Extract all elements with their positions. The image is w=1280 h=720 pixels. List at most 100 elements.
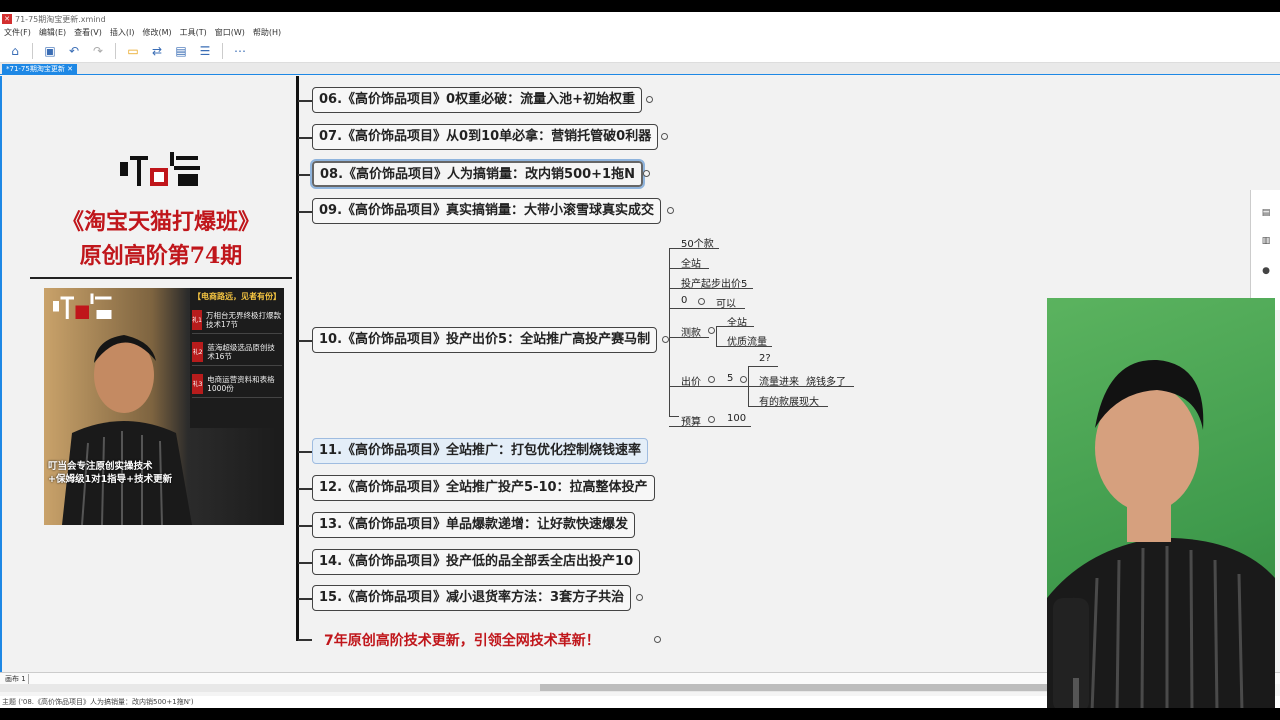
title-bar: ✕ 71-75期淘宝更新.xmind <box>0 12 1280 26</box>
gift-number: 礼1 <box>192 309 202 330</box>
subtopic-touchan[interactable]: 投产起步出价5 <box>681 279 748 290</box>
branch-connector <box>298 211 312 213</box>
canvas-left-border <box>0 76 2 672</box>
branch-connector <box>298 598 312 600</box>
collapse-toggle-icon[interactable] <box>662 336 669 343</box>
subtopic-five[interactable]: 5 <box>727 373 734 384</box>
subtopic-youde[interactable]: 有的款展现大 <box>759 397 819 408</box>
subtopic-quanzhan[interactable]: 全站 <box>681 259 701 270</box>
collapse-toggle-icon[interactable] <box>667 207 674 214</box>
topic-12[interactable]: 12.《高价饰品项目》全站推广投产5-10：拉高整体投产 <box>312 475 655 501</box>
menu-bar: 文件(F) 编辑(E) 查看(V) 插入(I) 修改(M) 工具(T) 窗口(W… <box>0 26 1280 39</box>
collapse-toggle-icon[interactable] <box>708 327 715 334</box>
subtopic-underline <box>669 426 751 427</box>
collapse-toggle-icon[interactable] <box>654 636 661 643</box>
topic-08[interactable]: 08.《高价饰品项目》人为搞销量：改内销500+1拖N <box>310 159 645 189</box>
collapse-toggle-icon[interactable] <box>708 376 715 383</box>
dingdang-logo <box>120 152 200 186</box>
save-icon[interactable]: ▣ <box>44 43 56 58</box>
slogan-line-1: 叮当会专注原创实操技术 <box>48 461 153 472</box>
topic-15[interactable]: 15.《高价饰品项目》减小退货率方法：3套方子共治 <box>312 585 632 611</box>
topic-06[interactable]: 06.《高价饰品项目》0权重必破：流量入池+初始权重 <box>312 87 642 113</box>
topic-style-icon[interactable]: ▭ <box>127 43 139 58</box>
menu-insert[interactable]: 插入(I) <box>109 28 135 37</box>
scrollbar-thumb[interactable] <box>540 683 1048 691</box>
summary-icon[interactable]: ☰ <box>199 43 211 58</box>
poster-divider <box>30 277 292 279</box>
undo-icon[interactable]: ↶ <box>68 43 80 58</box>
menu-tools[interactable]: 工具(T) <box>179 28 207 37</box>
collapse-toggle-icon[interactable] <box>643 170 650 177</box>
collapse-toggle-icon[interactable] <box>661 133 668 140</box>
branch-connector <box>298 137 312 139</box>
branch-connector <box>298 525 312 527</box>
menu-window[interactable]: 窗口(W) <box>214 28 245 37</box>
toolbar-divider <box>115 42 116 59</box>
format-panel-icon[interactable]: ▤ <box>1261 208 1271 218</box>
subtopic-underline <box>669 386 749 387</box>
subtopic-cekuan[interactable]: 测款 <box>681 328 701 339</box>
branch-connector <box>298 100 312 102</box>
topic-07[interactable]: 07.《高价饰品项目》从0到10单必拿：营销托管破0利器 <box>312 124 659 150</box>
menu-view[interactable]: 查看(V) <box>74 28 102 37</box>
topic-11[interactable]: 11.《高价饰品项目》全站推广：打包优化控制烧钱速率 <box>312 438 649 464</box>
subtopic-underline <box>669 308 745 309</box>
subtopic-underline <box>669 337 709 338</box>
subtopic-50-items[interactable]: 50个款 <box>681 239 714 250</box>
subtopic-underline <box>669 288 753 289</box>
sheet-tab-bar: 画布 1 <box>0 672 1280 684</box>
collapse-toggle-icon[interactable] <box>646 96 653 103</box>
topic-09[interactable]: 09.《高价饰品项目》真实搞销量：大带小滚雪球真实成交 <box>312 198 662 224</box>
poster-gift-item: 礼2 蓝海超级选品原创技术16节 <box>192 338 282 366</box>
branch-connector <box>298 340 312 342</box>
menu-modify[interactable]: 修改(M) <box>142 28 172 37</box>
topic-14[interactable]: 14.《高价饰品项目》投产低的品全部丢全店出投产10 <box>312 549 641 575</box>
subtopic-underline <box>716 326 754 327</box>
subtopic-quanzhan-2[interactable]: 全站 <box>727 318 747 329</box>
home-icon[interactable]: ⌂ <box>11 43 19 58</box>
subtopic-youzhi[interactable]: 优质流量 <box>727 337 767 348</box>
subtopic-liuliang[interactable]: 流量进来 <box>759 377 799 388</box>
subtopic-keyi[interactable]: 可以 <box>716 299 736 310</box>
boundary-icon[interactable]: ▤ <box>175 43 187 58</box>
toolbar-divider <box>32 42 33 59</box>
menu-help[interactable]: 帮助(H) <box>252 28 282 37</box>
subtopic-zero[interactable]: 0 <box>681 295 688 306</box>
comments-panel-icon[interactable]: ● <box>1262 266 1270 276</box>
collapse-toggle-icon[interactable] <box>740 376 747 383</box>
presenter-photo <box>62 335 192 525</box>
relationship-icon[interactable]: ⇄ <box>151 43 163 58</box>
horizontal-scrollbar[interactable] <box>0 682 1048 692</box>
right-side-panel: ▤ ▥ ● <box>1250 190 1280 310</box>
final-slogan-topic[interactable]: 7年原创高阶技术更新，引领全网技术革新！ <box>324 633 600 649</box>
subtopic-underline <box>748 386 854 387</box>
toolbar-divider <box>222 42 223 59</box>
collapse-toggle-icon[interactable] <box>708 416 715 423</box>
topic-13[interactable]: 13.《高价饰品项目》单品爆款递增：让好款快速爆发 <box>312 512 636 538</box>
collapse-toggle-icon[interactable] <box>636 594 643 601</box>
poster-logo <box>53 293 112 319</box>
xmind-logo-icon: ✕ <box>2 14 12 24</box>
subtopic-chujia[interactable]: 出价 <box>681 377 701 388</box>
menu-file[interactable]: 文件(F) <box>4 28 31 37</box>
xmind-window: ✕ 71-75期淘宝更新.xmind 文件(F) 编辑(E) 查看(V) 插入(… <box>0 12 1280 708</box>
redo-icon[interactable]: ↷ <box>92 43 104 58</box>
branch-connector <box>298 451 312 453</box>
subtopic-yusuan[interactable]: 预算 <box>681 417 701 428</box>
gift-text: 电商运营资料和表格1000份 <box>207 374 275 393</box>
collapse-toggle-icon[interactable] <box>698 298 705 305</box>
notes-panel-icon[interactable]: ▥ <box>1261 236 1271 246</box>
status-bar: 主题 ('08.《高价饰品项目》人为搞销量：改内销500+1拖N') <box>0 696 1280 708</box>
subtopic-shaoqian[interactable]: 烧钱多了 <box>806 377 846 388</box>
tab-71-75-taobao[interactable]: *71-75期淘宝更新 ✕ <box>2 64 77 75</box>
subtopic-hundred[interactable]: 100 <box>727 413 747 424</box>
gift-text: 蓝海超级选品原创技术16节 <box>207 342 275 361</box>
topic-10[interactable]: 10.《高价饰品项目》投产出价5：全站推广高投产赛马制 <box>312 327 658 353</box>
course-poster-image: 【电商路远，见者有份】 礼1 万相台无界终极打爆款技术17节 礼2 蓝海超级选品… <box>44 288 284 525</box>
more-icon[interactable]: ⋯ <box>234 43 246 58</box>
sheet-tab[interactable]: 画布 1 <box>3 674 29 684</box>
branch-connector <box>298 488 312 490</box>
menu-edit[interactable]: 编辑(E) <box>38 28 67 37</box>
window-title: 71-75期淘宝更新.xmind <box>15 14 106 24</box>
subtopic-question-2[interactable]: 2? <box>759 353 771 364</box>
